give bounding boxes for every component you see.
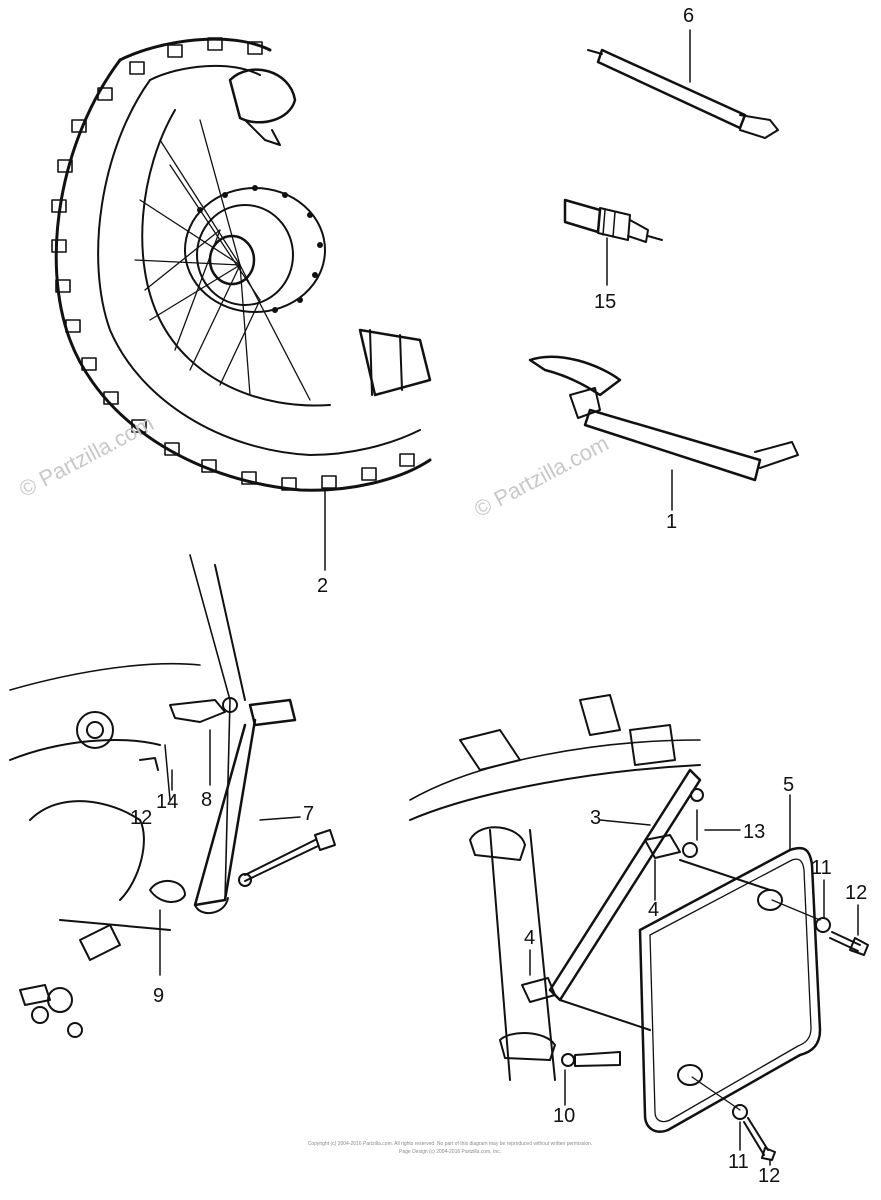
front-fork-left-assembly [9,554,336,1038]
callout-1: 1 [666,511,678,533]
callout-5: 5 [783,774,795,796]
callout-8: 8 [201,789,213,811]
callout-7: 7 [303,803,315,825]
tire-pump-part [587,29,779,139]
callout-12-lower: 12 [758,1165,781,1187]
callout-6: 6 [683,5,695,27]
callout-14: 14 [156,791,179,813]
callout-4-lower: 4 [524,927,536,949]
callout-15: 15 [594,291,617,313]
copyright-line-1: Copyright (c) 2004-2016 Partzilla.com. A… [307,1141,593,1147]
callout-12-upper: 12 [845,882,868,904]
spanner-wrench-part [528,355,799,511]
callout-10: 10 [553,1105,576,1127]
callout-13: 13 [743,821,766,843]
copyright-line-2: Page Design (c) 2004-2016 Partzilla.com,… [399,1149,501,1155]
callout-3: 3 [590,807,602,829]
callout-11-upper: 11 [811,857,832,879]
license-plate-assembly [409,694,869,1166]
callout-9: 9 [153,985,165,1007]
callout-11-lower: 11 [728,1151,749,1173]
callout-4-upper: 4 [648,899,660,921]
spark-plug-part [563,198,663,286]
callout-2: 2 [317,575,329,597]
callout-12-left: 12 [130,807,153,829]
wheel-assembly-part [51,37,432,492]
